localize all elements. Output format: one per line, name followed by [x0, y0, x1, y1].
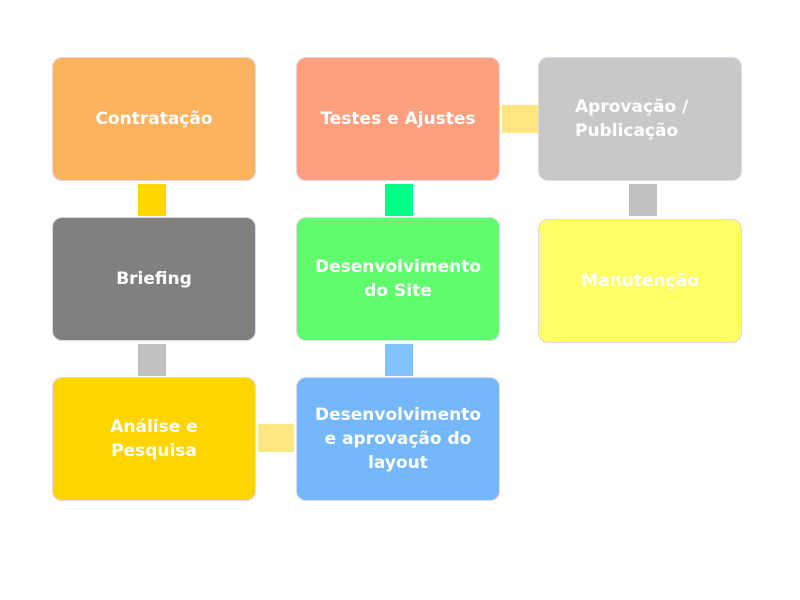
connector-site-testes	[385, 184, 413, 216]
step-testes-ajustes: Testes e Ajustes	[296, 57, 500, 181]
step-desenvolvimento-layout: Desenvolvimento e aprovação do layout	[296, 377, 500, 501]
step-contratacao: Contratação	[52, 57, 256, 181]
step-label: Análise e Pesquisa	[110, 417, 198, 461]
step-label: Testes e Ajustes	[320, 109, 476, 129]
step-label: Manutenção	[581, 271, 699, 291]
connector-briefing-analise	[138, 344, 166, 376]
step-desenvolvimento-site: Desenvolvimento do Site	[296, 217, 500, 341]
step-label: Aprovação / Publicação	[575, 97, 689, 141]
step-label: Desenvolvimento e aprovação do layout	[314, 405, 482, 473]
step-analise-pesquisa: Análise e Pesquisa	[52, 377, 256, 501]
step-label: Briefing	[116, 269, 192, 289]
step-briefing: Briefing	[52, 217, 256, 341]
connector-testes-aprovacao	[502, 105, 538, 133]
step-label: Contratação	[95, 109, 213, 129]
step-aprovacao-publicacao: Aprovação / Publicação	[538, 57, 742, 181]
connector-layout-site	[385, 344, 413, 376]
step-label: Desenvolvimento do Site	[314, 257, 482, 301]
step-manutencao: Manutenção	[538, 219, 742, 343]
connector-aprovacao-manutencao	[629, 184, 657, 216]
connector-contratacao-briefing	[138, 184, 166, 216]
connector-analise-layout	[258, 424, 294, 452]
